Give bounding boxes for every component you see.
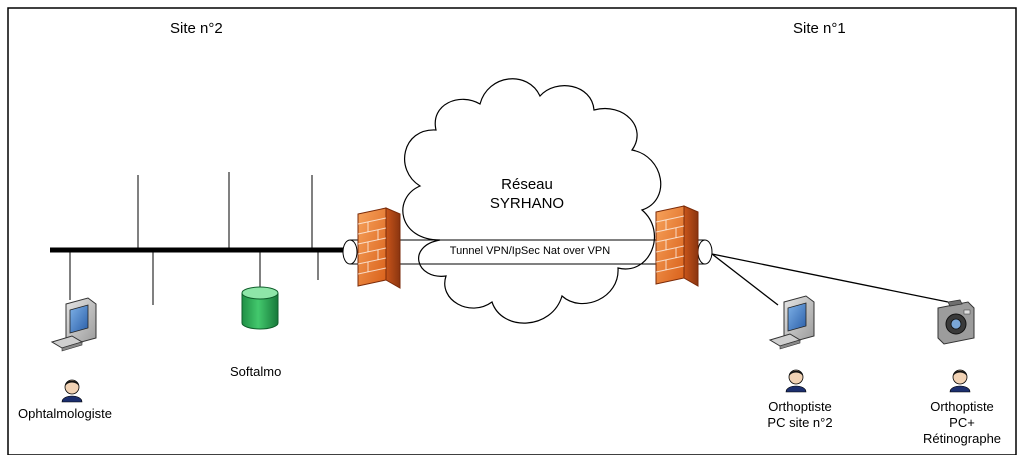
network-name-line2: SYRHANO: [489, 195, 565, 212]
camera-icon: [937, 299, 975, 345]
orthoptist-pc-label-line2: PC site n°2: [767, 415, 833, 430]
orthoptist-retino-label-line1: Orthoptiste: [930, 399, 994, 414]
person-icon: [785, 369, 807, 393]
computer-icon: [768, 295, 815, 350]
firewall-icon: [357, 207, 401, 289]
vpn-tunnel: [342, 239, 713, 265]
link-to-retinograph: [711, 253, 949, 303]
orthoptist-pc-label-line1: Orthoptiste: [768, 399, 832, 414]
orthoptist-retino-label-line2: PC+: [949, 415, 975, 430]
site-2-label: Site n°2: [170, 20, 223, 37]
person-icon: [61, 379, 83, 403]
database-icon: [241, 286, 279, 330]
site-1-label: Site n°1: [793, 20, 846, 37]
person-icon: [949, 369, 971, 393]
firewall-icon: [655, 205, 699, 287]
tunnel-label: Tunnel VPN/IpSec Nat over VPN: [449, 245, 611, 257]
network-cloud: [402, 78, 662, 324]
server-label: Softalmo: [230, 364, 282, 379]
orthoptist-retino-label-line3: Rétinographe: [922, 431, 1002, 446]
network-name-line1: Réseau: [501, 176, 553, 193]
link-to-pc: [711, 253, 779, 306]
ophtalmologist-label: Ophtalmologiste: [18, 406, 112, 421]
computer-icon: [50, 297, 97, 352]
